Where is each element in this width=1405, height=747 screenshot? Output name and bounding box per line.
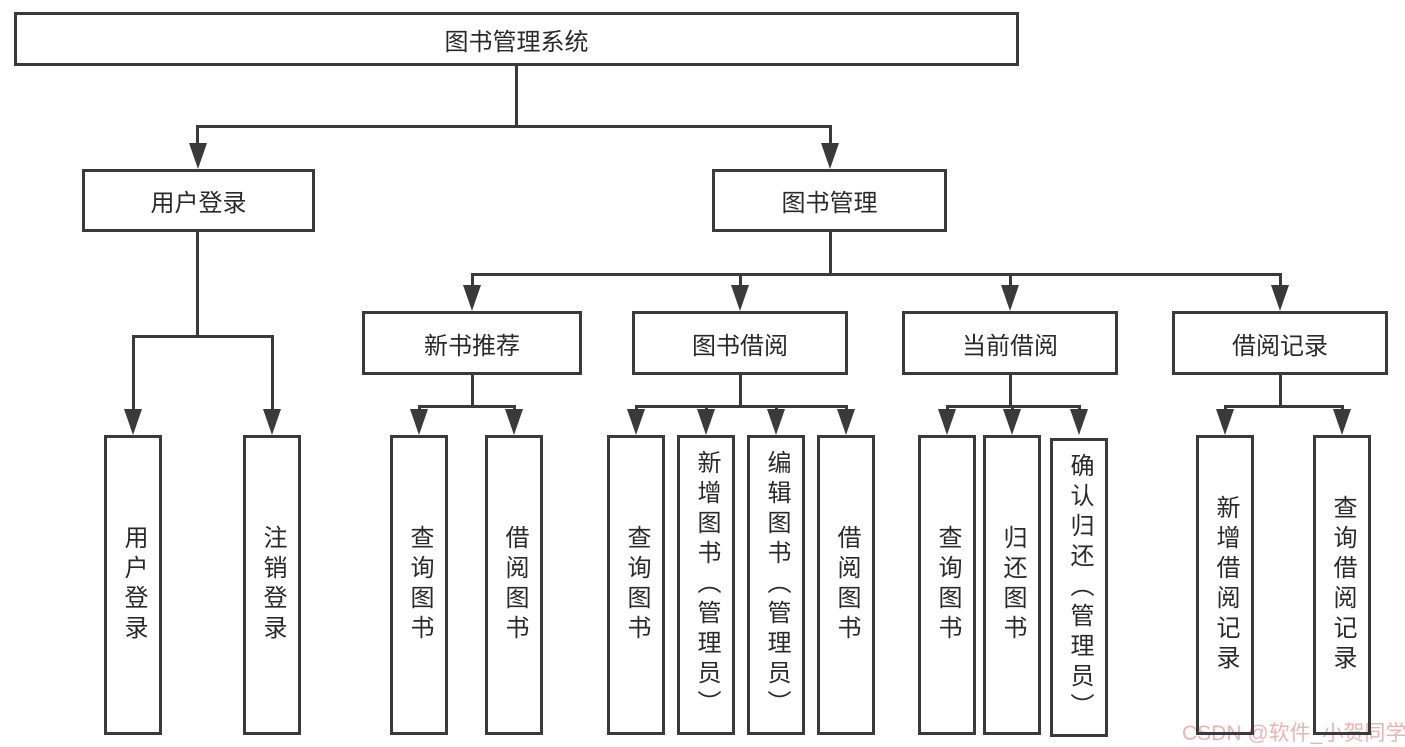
leaf-query-books-2: 查询图书 [607, 435, 665, 735]
leaf-borrow-books-1-label: 借阅图书 [501, 525, 527, 645]
arrowhead-query-books-2 [627, 409, 645, 435]
leaf-add-borrow-record-label: 新增借阅记录 [1212, 495, 1238, 675]
connector-drop-current-borrow [1009, 273, 1012, 287]
leaf-return-books-label: 归还图书 [999, 525, 1025, 645]
leaf-borrow-books-2-label: 借阅图书 [833, 525, 859, 645]
arrowhead-edit-books [767, 409, 785, 435]
leaf-logout-label: 注销登录 [259, 525, 285, 645]
connector-borrow-records-bar [1224, 405, 1344, 408]
leaf-query-books-1: 查询图书 [390, 435, 448, 735]
connector-level3-bar [471, 273, 1282, 276]
node-book-borrow: 图书借阅 [632, 311, 848, 375]
arrowhead-borrow-records [1271, 285, 1289, 311]
leaf-query-books-1-label: 查询图书 [406, 525, 432, 645]
node-current-borrow-label: 当前借阅 [962, 333, 1058, 360]
node-root-library-system: 图书管理系统 [14, 12, 1019, 66]
leaf-add-books-admin-label: 新增图书（管理员） [693, 450, 719, 720]
arrowhead-query-books-1 [410, 409, 428, 435]
arrowhead-add-record [1216, 409, 1234, 435]
arrowhead-confirm-return [1070, 409, 1088, 435]
leaf-return-books: 归还图书 [983, 435, 1041, 735]
leaf-query-books-3-label: 查询图书 [934, 525, 960, 645]
connector-level2-bar [196, 125, 832, 128]
arrowhead-login [124, 409, 142, 435]
arrowhead-add-books [697, 409, 715, 435]
leaf-edit-books-admin-label: 编辑图书（管理员） [763, 450, 789, 720]
connector-drop-book-management [829, 125, 832, 147]
leaf-add-borrow-record: 新增借阅记录 [1196, 435, 1254, 735]
leaf-query-books-3: 查询图书 [918, 435, 976, 735]
arrowhead-book-borrow [731, 285, 749, 311]
csdn-watermark: CSDN @软件_小贺同学 [1182, 722, 1405, 745]
arrowhead-user-login [189, 143, 207, 169]
connector-drop-logout [271, 335, 274, 411]
leaf-borrow-books-2: 借阅图书 [817, 435, 875, 735]
arrowhead-borrow-books-1 [505, 409, 523, 435]
connector-root-stem [515, 66, 518, 127]
node-book-borrow-label: 图书借阅 [692, 333, 788, 360]
connector-book-borrow-bar [635, 405, 847, 408]
arrowhead-new-book [463, 285, 481, 311]
leaf-confirm-return-admin: 确认归还（管理员） [1050, 438, 1108, 737]
node-root-label: 图书管理系统 [444, 29, 589, 56]
connector-drop-book-borrow [739, 273, 742, 287]
arrowhead-query-books-3 [938, 409, 956, 435]
connector-book-borrow-stem [739, 375, 742, 407]
arrowhead-borrow-books-2 [837, 409, 855, 435]
connector-user-login-stem [196, 232, 199, 338]
leaf-query-books-2-label: 查询图书 [623, 525, 649, 645]
connector-drop-user-login [196, 125, 199, 147]
leaf-query-borrow-record-label: 查询借阅记录 [1329, 495, 1355, 675]
arrowhead-return-books [1003, 409, 1021, 435]
node-current-borrow: 当前借阅 [902, 311, 1118, 375]
connector-current-borrow-stem [1009, 375, 1012, 407]
leaf-logout: 注销登录 [243, 435, 301, 735]
arrowhead-logout [263, 409, 281, 435]
leaf-confirm-return-admin-label: 确认归还（管理员） [1066, 452, 1092, 723]
arrowhead-query-record [1333, 409, 1351, 435]
leaf-user-login: 用户登录 [104, 435, 162, 735]
node-user-login-label: 用户登录 [150, 191, 247, 217]
leaf-user-login-label: 用户登录 [120, 525, 146, 645]
connector-drop-login [132, 335, 135, 411]
node-book-management: 图书管理 [712, 169, 947, 232]
connector-new-book-bar [418, 405, 516, 408]
node-book-management-label: 图书管理 [781, 191, 878, 217]
node-new-book-recommend: 新书推荐 [362, 311, 582, 375]
node-borrow-records: 借阅记录 [1172, 311, 1388, 375]
connector-drop-new-book [471, 273, 474, 287]
leaf-edit-books-admin: 编辑图书（管理员） [747, 435, 805, 735]
leaf-query-borrow-record: 查询借阅记录 [1313, 435, 1371, 735]
arrowhead-book-management [821, 143, 839, 169]
connector-borrow-records-stem [1279, 375, 1282, 407]
connector-book-management-stem [829, 232, 832, 276]
connector-drop-borrow-records [1279, 273, 1282, 287]
connector-user-login-bar [132, 335, 274, 338]
leaf-borrow-books-1: 借阅图书 [485, 435, 543, 735]
leaf-add-books-admin: 新增图书（管理员） [677, 435, 735, 735]
node-new-book-recommend-label: 新书推荐 [424, 333, 520, 360]
node-user-login: 用户登录 [82, 169, 315, 232]
arrowhead-current-borrow [1001, 285, 1019, 311]
node-borrow-records-label: 借阅记录 [1232, 333, 1328, 360]
connector-new-book-stem [471, 375, 474, 407]
